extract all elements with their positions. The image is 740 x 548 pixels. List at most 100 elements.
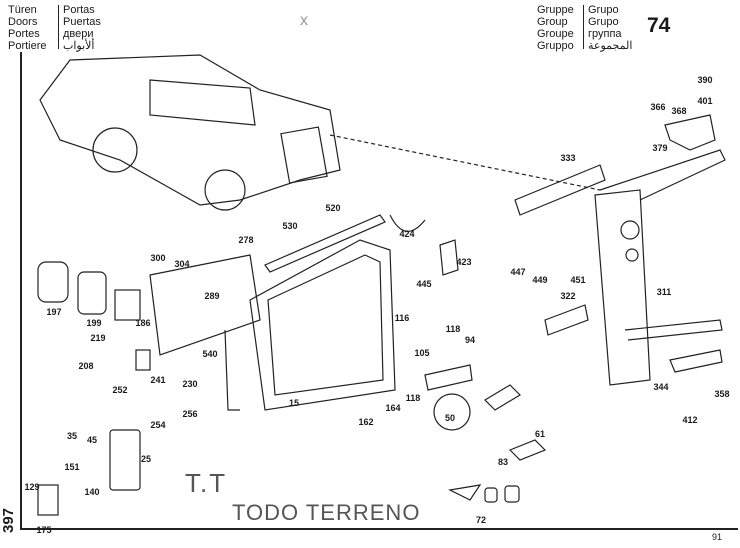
strip-520 bbox=[264, 214, 386, 273]
part-label: 252 bbox=[112, 385, 128, 395]
group-languages-2: Grupo Grupo группа المجموعة bbox=[588, 4, 632, 52]
part-label: 50 bbox=[444, 413, 456, 423]
group-it: Gruppo bbox=[537, 40, 574, 52]
part-label: 83 bbox=[497, 457, 509, 467]
part-label: 35 bbox=[66, 431, 78, 441]
part-label: 289 bbox=[204, 291, 220, 301]
spring-540 bbox=[224, 329, 240, 411]
part-label: 94 bbox=[464, 335, 476, 345]
part-label: 61 bbox=[534, 429, 546, 439]
lock-25 bbox=[109, 429, 141, 491]
bracket-423 bbox=[439, 239, 459, 276]
group-ar: المجموعة bbox=[588, 40, 633, 52]
leader-line bbox=[329, 134, 601, 191]
title-it: Portiere bbox=[8, 40, 47, 52]
part-label: 401 bbox=[697, 96, 713, 106]
key-set-72 bbox=[448, 484, 520, 503]
stamp-line-1: T.T bbox=[185, 468, 228, 498]
group-pt: Grupo bbox=[588, 4, 619, 16]
divider bbox=[583, 5, 584, 49]
part-label: 175 bbox=[36, 525, 52, 535]
group-languages-1: Gruppe Group Groupe Gruppo bbox=[537, 4, 574, 52]
part-label: 424 bbox=[399, 229, 415, 239]
handle-assembly bbox=[114, 289, 151, 371]
part-label: 208 bbox=[78, 361, 94, 371]
title-de: Türen bbox=[8, 4, 37, 16]
part-label: 333 bbox=[560, 153, 576, 163]
part-label: 540 bbox=[202, 349, 218, 359]
divider bbox=[58, 5, 59, 49]
hand-mark: x bbox=[300, 12, 308, 29]
part-label: 25 bbox=[140, 454, 152, 464]
keys bbox=[484, 384, 547, 461]
title-es: Puertas bbox=[63, 16, 101, 28]
title-ar: ألأبواب bbox=[63, 40, 95, 52]
part-label: 140 bbox=[84, 487, 100, 497]
part-label: 304 bbox=[174, 259, 190, 269]
plate-333 bbox=[514, 164, 606, 216]
part-label: 520 bbox=[325, 203, 341, 213]
seals bbox=[37, 261, 107, 315]
title-pt: Portas bbox=[63, 4, 95, 16]
vehicle-illustration bbox=[39, 54, 341, 211]
part-label: 199 bbox=[86, 318, 102, 328]
clip-424 bbox=[389, 214, 426, 232]
part-label: 230 bbox=[182, 379, 198, 389]
title-fr: Portes bbox=[8, 28, 40, 40]
title-ru: двери bbox=[63, 28, 94, 40]
group-es: Grupo bbox=[588, 16, 619, 28]
stamp-line-2: TODO TERRENO bbox=[232, 500, 421, 525]
hinge-frame bbox=[594, 149, 726, 386]
diagram-frame bbox=[20, 52, 738, 530]
part-label: 368 bbox=[671, 106, 687, 116]
part-label: 445 bbox=[416, 279, 432, 289]
part-label: 278 bbox=[238, 235, 254, 245]
part-label: 390 bbox=[697, 75, 713, 85]
part-label: 45 bbox=[86, 435, 98, 445]
group-de: Gruppe bbox=[537, 4, 574, 16]
part-label: 197 bbox=[46, 307, 62, 317]
part-label: 118 bbox=[405, 393, 421, 403]
side-page-number: 397 bbox=[0, 507, 18, 534]
title-en: Doors bbox=[8, 16, 38, 28]
part-label: 72 bbox=[475, 515, 487, 525]
part-label: 530 bbox=[282, 221, 298, 231]
lock-assembly bbox=[424, 364, 473, 431]
door-panel bbox=[249, 239, 396, 411]
part-label: 300 bbox=[150, 253, 166, 263]
part-label: 256 bbox=[182, 409, 198, 419]
part-label: 358 bbox=[714, 389, 730, 399]
part-label: 241 bbox=[150, 375, 166, 385]
title-languages-2: Portas Puertas двери ألأبواب bbox=[63, 4, 101, 52]
part-344 bbox=[669, 349, 723, 373]
title-languages-1: Türen Doors Portes Portiere bbox=[8, 4, 47, 52]
part-label: 151 bbox=[64, 462, 80, 472]
page-number: 91 bbox=[712, 532, 723, 542]
part-label: 219 bbox=[90, 333, 106, 343]
part-label: 116 bbox=[394, 313, 410, 323]
part-label: 366 bbox=[650, 102, 666, 112]
part-label: 412 bbox=[682, 415, 698, 425]
part-label: 186 bbox=[135, 318, 151, 328]
part-label: 254 bbox=[150, 420, 166, 430]
part-label: 423 bbox=[456, 257, 472, 267]
part-label: 162 bbox=[358, 417, 374, 427]
group-fr: Groupe bbox=[537, 28, 574, 40]
part-label: 129 bbox=[24, 482, 40, 492]
part-label: 379 bbox=[652, 143, 668, 153]
part-label: 449 bbox=[532, 275, 548, 285]
part-label: 322 bbox=[560, 291, 576, 301]
bracket-379 bbox=[664, 114, 716, 151]
part-label: 15 bbox=[288, 398, 300, 408]
part-label: 311 bbox=[656, 287, 672, 297]
part-label: 344 bbox=[653, 382, 669, 392]
inner-panel bbox=[149, 254, 261, 356]
plate-322 bbox=[544, 304, 589, 336]
part-label: 451 bbox=[570, 275, 586, 285]
striker-129 bbox=[37, 484, 59, 516]
part-label: 447 bbox=[510, 267, 526, 277]
group-ru: группа bbox=[588, 28, 622, 40]
part-label: 118 bbox=[445, 324, 461, 334]
group-number: 74 bbox=[647, 14, 671, 37]
